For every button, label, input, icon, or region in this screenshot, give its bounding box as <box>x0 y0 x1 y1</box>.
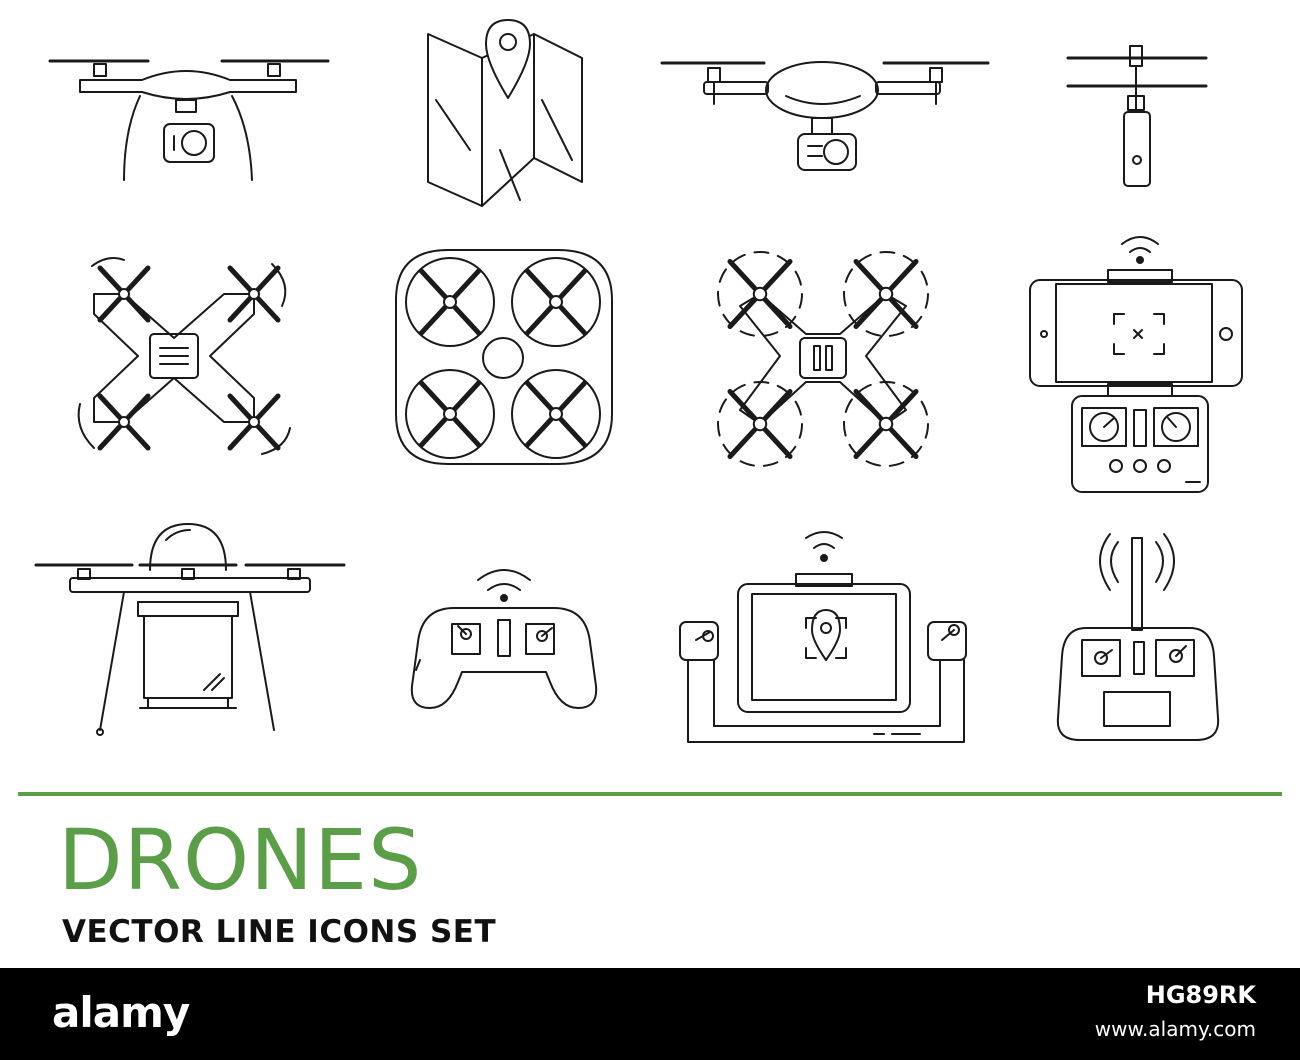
cargo-drone-icon <box>36 524 344 735</box>
alamy-logo: alamy <box>52 988 190 1037</box>
site-url: www.alamy.com <box>1094 1017 1256 1041</box>
smartphone-controller-icon <box>1030 237 1242 492</box>
folded-map-pin-icon <box>428 20 582 206</box>
page-subtitle: VECTOR LINE ICONS SET <box>62 914 497 950</box>
watermark-footer: alamy HG89RK www.alamy.com <box>0 968 1300 1060</box>
gamepad-controller-icon <box>412 570 596 708</box>
page-title: DRONES <box>58 811 423 909</box>
action-camera-drone-icon <box>662 62 988 170</box>
section-divider <box>18 792 1282 796</box>
icon-grid <box>0 0 1300 790</box>
antenna-remote-controller-icon <box>1058 534 1218 740</box>
image-id: HG89RK <box>1145 981 1256 1009</box>
camera-drone-icon <box>50 61 328 180</box>
guarded-quadcopter-icon <box>396 250 612 464</box>
mini-coaxial-drone-icon <box>1068 46 1206 186</box>
tablet-gps-controller-icon <box>680 532 966 742</box>
quadcopter-propeller-guards-icon <box>718 252 928 466</box>
quadcopter-top-spinning-icon <box>79 258 290 454</box>
